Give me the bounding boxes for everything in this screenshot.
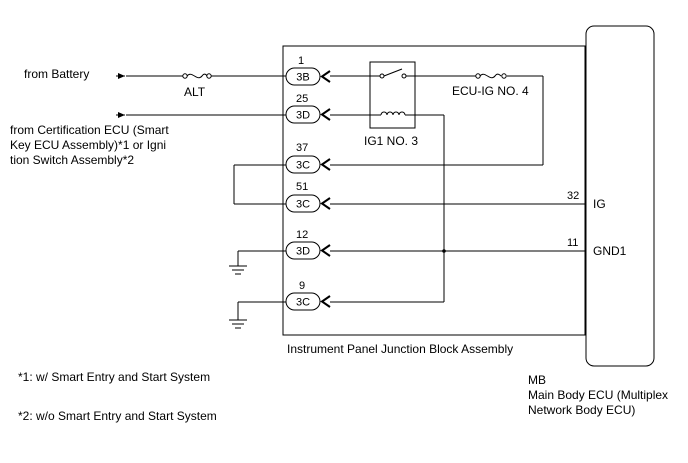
pin-number: 1 — [298, 55, 304, 67]
ecu-ig-fuse-icon — [475, 73, 507, 79]
footnote-1: *1: w/ Smart Entry and Start System — [18, 370, 210, 384]
relay-switch-blade — [383, 68, 403, 77]
ecu-name-1: Main Body ECU (Multiplex — [528, 388, 668, 402]
battery-label: from Battery — [24, 67, 89, 81]
alt-fuse-icon — [182, 73, 212, 79]
ground-icon — [229, 319, 247, 329]
connector-9 — [285, 292, 331, 311]
cert-ecu-label-2: Key ECU Assembly)*1 or Igni — [10, 138, 166, 152]
connector-37 — [285, 155, 331, 174]
connector-code: 3D — [296, 110, 310, 122]
ecu-name-2: Network Body ECU) — [528, 403, 635, 417]
cert-ecu-label-1: from Certification ECU (Smart — [10, 123, 169, 137]
connector-51 — [285, 194, 331, 213]
pin-number: 37 — [296, 142, 308, 154]
ecu-code: MB — [528, 373, 546, 387]
pin-number: 12 — [296, 229, 308, 241]
connector-code: 3C — [296, 297, 310, 309]
ecu-box — [585, 25, 655, 367]
connector-code: 3B — [296, 72, 309, 84]
relay-contact — [379, 73, 385, 79]
relay-contact-2 — [401, 73, 407, 79]
ecu-pin-number: 32 — [567, 190, 579, 202]
connector-25 — [285, 105, 331, 124]
junction-block-label: Instrument Panel Junction Block Assembly — [287, 342, 513, 356]
connector-code: 3C — [296, 160, 310, 172]
junction-block-box — [282, 45, 586, 336]
pin-number: 9 — [299, 280, 305, 292]
connector-code: 3C — [296, 199, 310, 211]
relay-coil — [380, 111, 406, 116]
ground-icon — [229, 265, 247, 275]
ecu-pin-number: 11 — [567, 237, 578, 249]
pin-number: 51 — [296, 181, 308, 193]
pin-number: 25 — [296, 93, 308, 105]
connector-code: 3D — [296, 246, 310, 258]
ecu-terminal-name: GND1 — [593, 244, 627, 258]
ecu-terminal-name: IG — [593, 197, 606, 211]
relay-box — [369, 61, 416, 129]
footnote-2: *2: w/o Smart Entry and Start System — [18, 409, 217, 423]
cert-ecu-label-3: tion Switch Assembly*2 — [10, 153, 134, 167]
relay-label: IG1 NO. 3 — [364, 134, 418, 148]
alt-fuse-label: ALT — [184, 85, 206, 99]
connector-1 — [285, 67, 331, 86]
ecu-ig-fuse-label: ECU-IG NO. 4 — [452, 84, 529, 98]
connector-12 — [285, 241, 331, 260]
